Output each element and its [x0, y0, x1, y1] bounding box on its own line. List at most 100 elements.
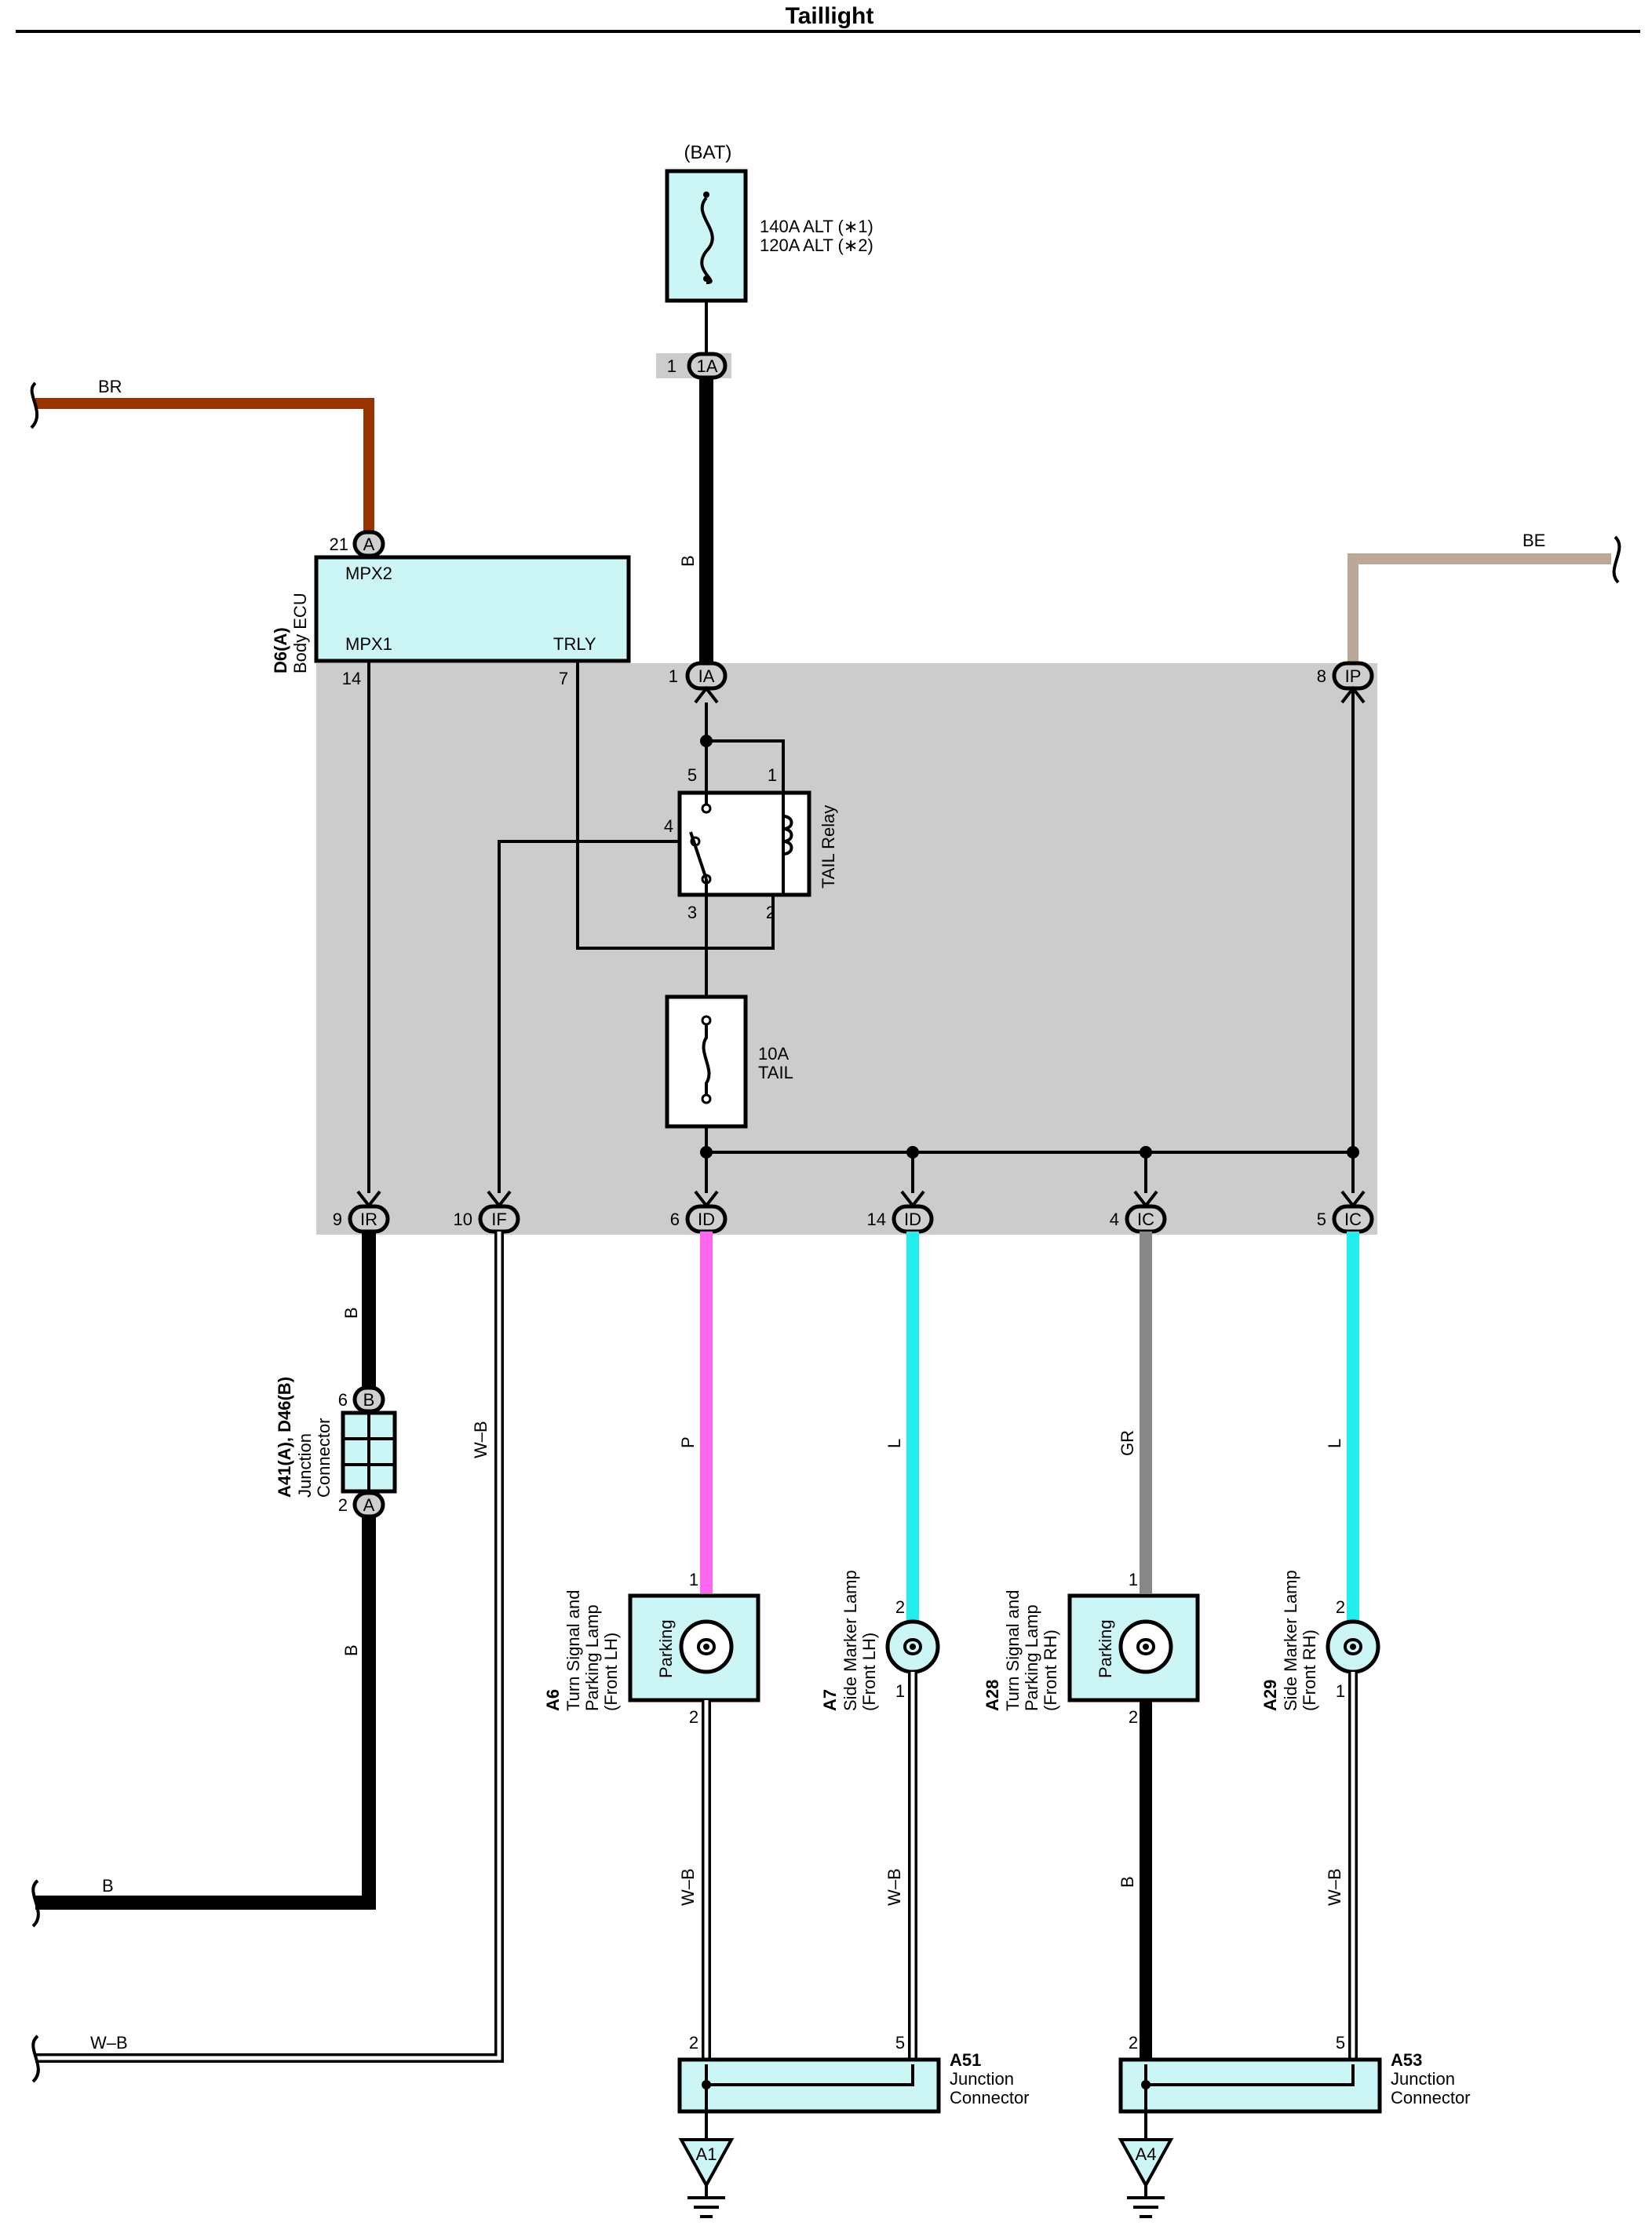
- lamp-a28-line-2: Parking Lamp: [1022, 1604, 1041, 1711]
- connector-if-pin: 10: [454, 1210, 472, 1229]
- lamp-a7-line-2: (Front LH): [859, 1633, 879, 1711]
- lamp-a6-inner: Parking: [656, 1619, 676, 1678]
- a51-pin-5: 5: [895, 2033, 905, 2053]
- wire-wb-a7-label: W–B: [884, 1868, 904, 1906]
- wire-relay4-internal: [498, 840, 680, 1193]
- wire-br-break: [30, 381, 39, 429]
- jc-a41-code: A41(A), D46(B): [275, 1377, 294, 1498]
- lamp-a29-line-2: (Front RH): [1300, 1629, 1319, 1711]
- ground-a4-code: A4: [1136, 2144, 1157, 2164]
- bat-label: (BAT): [684, 142, 732, 163]
- jc-a53-name-2: Connector: [1391, 2088, 1471, 2107]
- jc-a51-name-1: Junction: [950, 2069, 1014, 2089]
- lamp-a7-code: A7: [820, 1689, 840, 1711]
- connector-id-6-id: ID: [698, 1210, 715, 1229]
- tail-relay-label: TAIL Relay: [819, 805, 838, 889]
- tail-fuse-symbol: [702, 1020, 711, 1099]
- relay-pin-5: 5: [687, 765, 697, 785]
- connector-ia-pin: 1: [669, 666, 678, 686]
- wire-wb-left-label: W–B: [90, 2033, 128, 2053]
- connector-ip-id: IP: [1345, 666, 1362, 686]
- wire-br: [35, 398, 374, 532]
- lamp-a28-code: A28: [983, 1680, 1002, 1711]
- lamp-a6-line-3: (Front LH): [601, 1633, 621, 1711]
- jc-connector-a-id: A: [363, 1495, 375, 1515]
- ecu-pin-7: 7: [559, 669, 568, 688]
- jc-connector-b-id: B: [363, 1390, 375, 1410]
- a29-pin-2: 2: [1336, 1597, 1345, 1617]
- relay-pin-2: 2: [766, 903, 775, 922]
- lamp-a28-line-1: Turn Signal and: [1003, 1589, 1023, 1711]
- wire-wb-break: [31, 2034, 40, 2083]
- connector-ecu-a-pin: 21: [330, 535, 348, 554]
- jc-a53-code: A53: [1391, 2050, 1422, 2070]
- lamp-a6-code: A6: [543, 1689, 563, 1711]
- a7-pin-2: 2: [895, 1597, 905, 1617]
- wire-b-a28-label: B: [1118, 1876, 1137, 1888]
- connector-id-6-pin: 6: [670, 1210, 680, 1229]
- wire-b-jc-label: B: [341, 1644, 361, 1656]
- wire-be: [1347, 553, 1611, 663]
- a51-pin-2: 2: [689, 2033, 698, 2053]
- tail-fuse-rating: 10A: [758, 1044, 789, 1064]
- ecu-code: D6(A): [271, 627, 290, 673]
- lamp-a28-inner: Parking: [1096, 1619, 1115, 1678]
- relay-switch: [689, 831, 708, 880]
- connector-ecu-a-id: A: [363, 535, 375, 554]
- wire-b-bat-label: B: [678, 555, 698, 567]
- wire-b-left-label: B: [102, 1876, 114, 1896]
- connector-ip-pin: 8: [1317, 666, 1326, 686]
- ground-a4: [1118, 2138, 1174, 2189]
- relay-coil: [782, 815, 793, 856]
- jc-a41-name-1: Junction: [295, 1433, 315, 1498]
- connector-1a-id: 1A: [697, 356, 718, 376]
- wire-gr-label: GR: [1118, 1430, 1137, 1456]
- wire-br-label: BR: [98, 377, 122, 396]
- connector-ir-id: IR: [360, 1210, 377, 1229]
- a6-pin-2: 2: [689, 1707, 698, 1727]
- jc-connector-b-pin: 6: [338, 1390, 348, 1410]
- wire-wb-a6-label: W–B: [678, 1868, 698, 1906]
- wire-l-a7-label: L: [884, 1439, 904, 1448]
- connector-1a: [687, 352, 728, 380]
- wire-wb-if-inner: [35, 1232, 501, 2060]
- page-title: Taillight: [786, 3, 874, 29]
- relay-pin-4: 4: [664, 816, 673, 836]
- ecu-mpx2-label: MPX2: [345, 564, 392, 583]
- a53-pin-2: 2: [1129, 2033, 1138, 2053]
- connector-ic-4-pin: 4: [1110, 1210, 1119, 1229]
- a6-pin-1: 1: [689, 1570, 698, 1589]
- alt-rating-1: 140A ALT (∗1): [760, 217, 873, 236]
- a53-pin-5: 5: [1336, 2033, 1345, 2053]
- jc-a53-name-1: Junction: [1391, 2069, 1455, 2089]
- wire-be-break: [1612, 535, 1621, 584]
- body-ecu: [314, 555, 631, 663]
- lamp-a29-line-1: Side Marker Lamp: [1281, 1570, 1300, 1711]
- alt-rating-2: 120A ALT (∗2): [760, 235, 873, 255]
- jc-a41-name-2: Connector: [314, 1418, 334, 1498]
- tail-fuse-name: TAIL: [758, 1063, 793, 1082]
- connector-ic-5-pin: 5: [1317, 1210, 1326, 1229]
- connector-id-14-pin: 14: [867, 1210, 886, 1229]
- a28-pin-1: 1: [1129, 1570, 1138, 1589]
- ecu-trly-label: TRLY: [553, 634, 596, 654]
- lamp-a29-code: A29: [1260, 1680, 1280, 1711]
- wire-b-ground-left: [35, 1516, 376, 1910]
- ecu-pin-14: 14: [342, 669, 361, 688]
- ground-a1: [678, 2138, 735, 2189]
- ecu-name: Body ECU: [290, 593, 310, 673]
- a29-pin-1: 1: [1336, 1681, 1345, 1701]
- a28-pin-2: 2: [1129, 1707, 1138, 1727]
- jc-a51-code: A51: [950, 2050, 981, 2070]
- lamp-a7-line-1: Side Marker Lamp: [841, 1570, 860, 1711]
- jc-a51-name-2: Connector: [950, 2088, 1030, 2107]
- lamp-a28-line-3: (Front RH): [1041, 1629, 1060, 1711]
- connector-1a-pin: 1: [667, 356, 676, 376]
- ground-a1-code: A1: [696, 2144, 717, 2164]
- junction-block-area: [316, 663, 1377, 1235]
- wire-be-label: BE: [1523, 531, 1545, 550]
- connector-ic-5-id: IC: [1344, 1210, 1362, 1229]
- wire-wb-a29-label: W–B: [1325, 1868, 1344, 1906]
- jc-connector-a-pin: 2: [338, 1495, 348, 1515]
